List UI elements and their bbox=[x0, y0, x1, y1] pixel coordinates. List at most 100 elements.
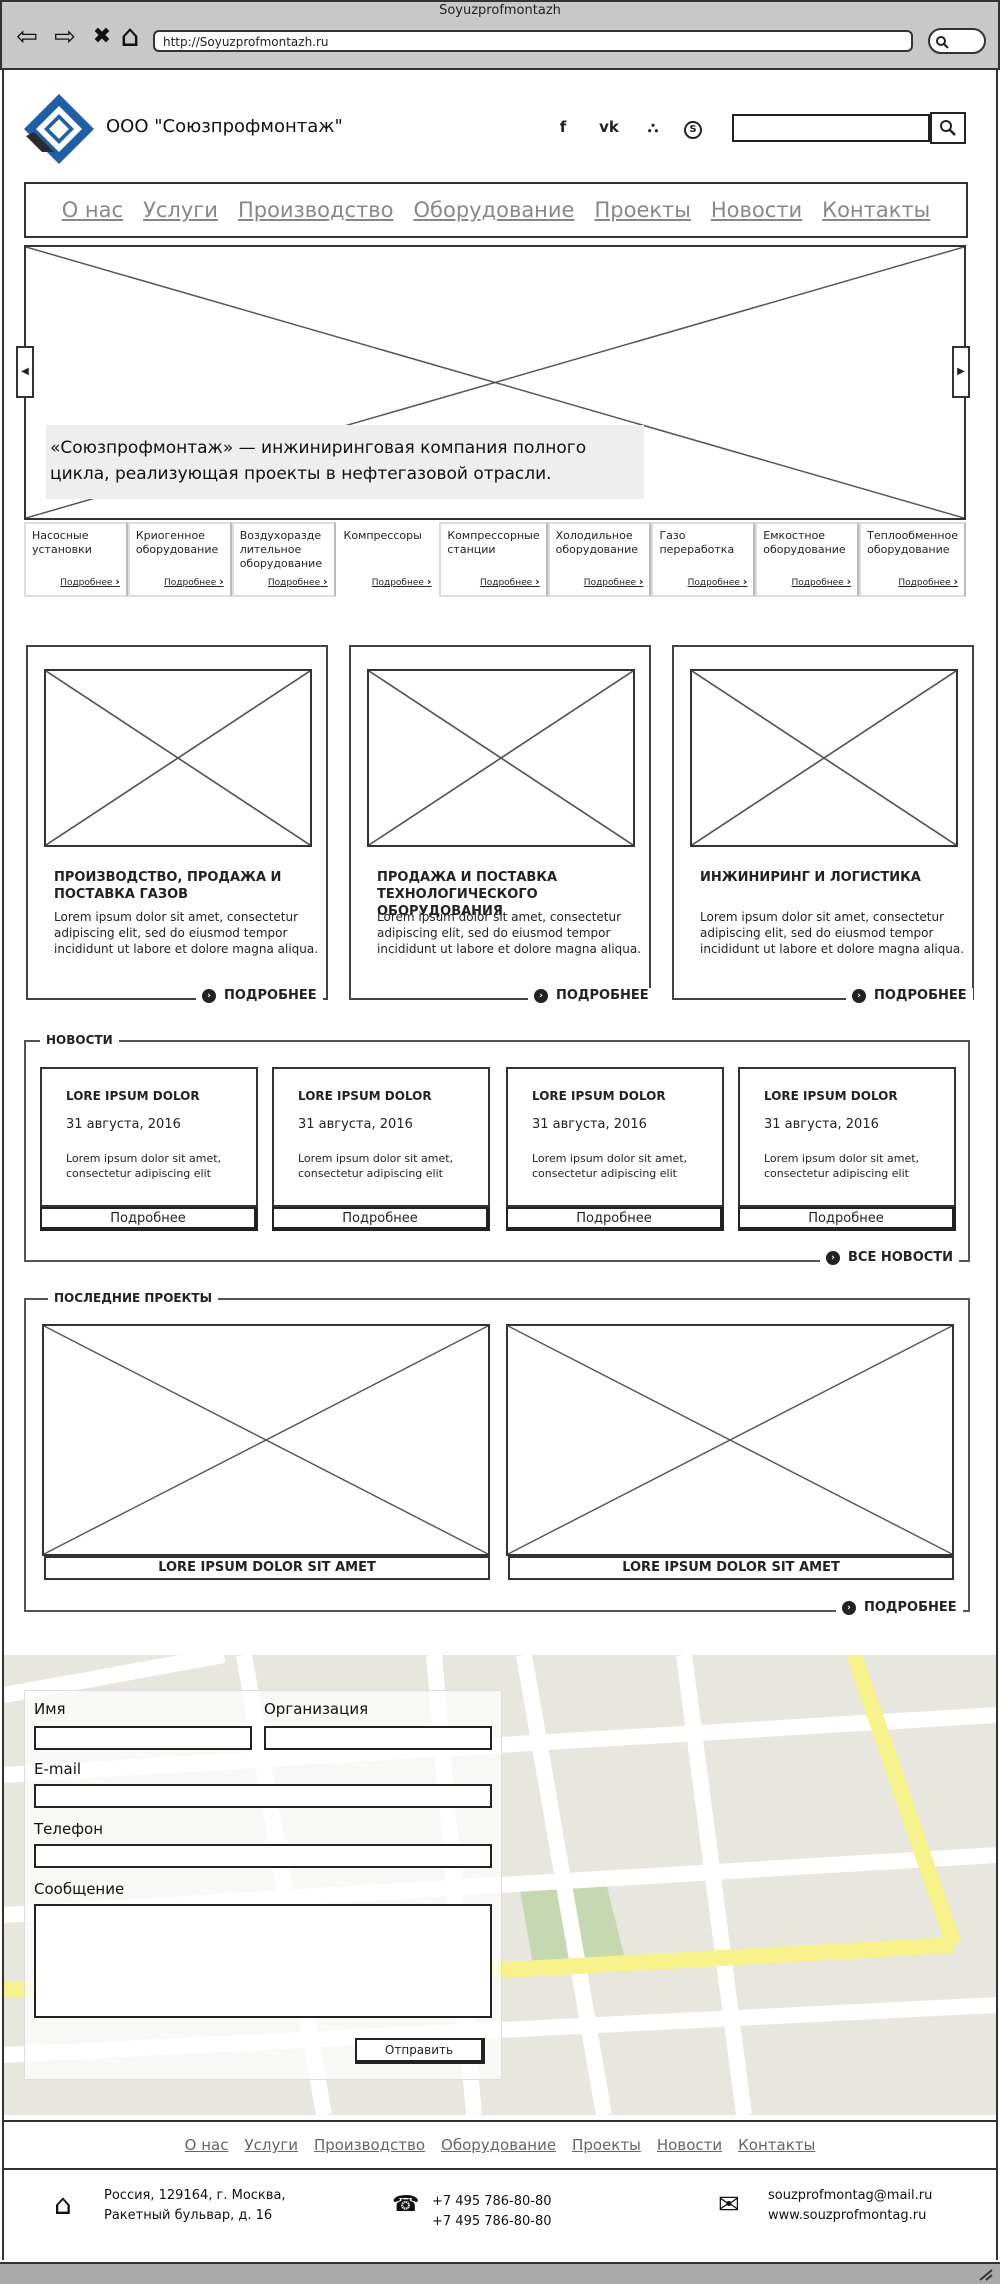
news-more-button[interactable]: Подробнее bbox=[272, 1207, 490, 1231]
feature-card: ПРОДАЖА И ПОСТАВКА ТЕХНОЛОГИЧЕСКОГО ОБОР… bbox=[349, 645, 651, 1000]
email-input[interactable] bbox=[34, 1784, 492, 1808]
slider-next-button[interactable]: ▶ bbox=[952, 346, 970, 398]
category-label: Криогенное оборудование bbox=[135, 529, 219, 556]
nav-services[interactable]: Услуги bbox=[143, 198, 218, 222]
stop-icon[interactable]: ✖ bbox=[92, 24, 112, 49]
phone-input[interactable] bbox=[34, 1844, 492, 1868]
address-line: Ракетный бульвар, д. 16 bbox=[104, 2208, 273, 2223]
nav-news[interactable]: Новости bbox=[710, 198, 803, 222]
category-more-link[interactable]: Подробнее › bbox=[164, 575, 224, 588]
organization-input[interactable] bbox=[264, 1726, 492, 1750]
nav-equipment[interactable]: Оборудование bbox=[413, 198, 575, 222]
footer-nav-contacts[interactable]: Контакты bbox=[738, 2136, 816, 2154]
company-logo[interactable] bbox=[22, 92, 96, 166]
news-section bbox=[24, 1040, 970, 1262]
nav-about[interactable]: О нас bbox=[61, 198, 124, 222]
news-more-button[interactable]: Подробнее bbox=[738, 1207, 956, 1231]
vk-icon[interactable]: vk bbox=[599, 118, 619, 136]
chevron-right-icon: › bbox=[852, 988, 866, 1003]
resize-grip-icon[interactable] bbox=[978, 2268, 994, 2282]
main-navigation: О нас Услуги Производство Оборудование П… bbox=[24, 182, 968, 238]
category-label: Компрессоры bbox=[343, 529, 422, 542]
project-image[interactable] bbox=[506, 1324, 954, 1556]
email-link[interactable]: souzprofmontag@mail.ru bbox=[768, 2188, 933, 2203]
browser-search[interactable] bbox=[928, 28, 986, 54]
category-more-link[interactable]: Подробнее › bbox=[898, 575, 959, 588]
category-more-link[interactable]: Подробнее › bbox=[371, 575, 432, 588]
nav-production[interactable]: Производство bbox=[237, 198, 394, 222]
phone-label: Телефон bbox=[34, 1820, 104, 1838]
message-textarea[interactable] bbox=[34, 1904, 492, 2018]
footer-nav-services[interactable]: Услуги bbox=[244, 2136, 298, 2154]
website-link[interactable]: www.souzprofmontag.ru bbox=[768, 2208, 927, 2223]
site-search-button[interactable] bbox=[930, 112, 966, 144]
footer-phones: +7 495 786-80-80 +7 495 786-80-80 bbox=[432, 2192, 552, 2232]
news-text: Lorem ipsum dolor sit amet, consectetur … bbox=[532, 1152, 688, 1180]
news-legend: НОВОСТИ bbox=[40, 1033, 119, 1047]
feature-more-link[interactable]: ›ПОДРОБНЕЕ bbox=[528, 988, 655, 1003]
footer-nav-equipment[interactable]: Оборудование bbox=[441, 2136, 557, 2154]
projects-more-link[interactable]: ›ПОДРОБНЕЕ bbox=[836, 1600, 963, 1615]
submit-button[interactable]: Отправить bbox=[355, 2038, 485, 2064]
phone-icon: ☎ bbox=[392, 2192, 420, 2217]
search-icon bbox=[936, 36, 949, 49]
category-more-link[interactable]: Подробнее › bbox=[791, 575, 852, 588]
site-search-input[interactable] bbox=[732, 114, 930, 142]
news-title: LORE IPSUM DOLOR bbox=[298, 1089, 432, 1103]
news-title: LORE IPSUM DOLOR bbox=[532, 1089, 666, 1103]
news-card: LORE IPSUM DOLOR 31 августа, 2016 Lorem … bbox=[40, 1067, 258, 1207]
projects-section bbox=[24, 1298, 970, 1612]
slider-prev-button[interactable]: ◀ bbox=[16, 346, 34, 398]
project-title[interactable]: LORE IPSUM DOLOR SIT AMET bbox=[44, 1556, 490, 1580]
forward-icon[interactable]: ⇨ bbox=[54, 22, 76, 52]
category-more-link[interactable]: Подробнее › bbox=[60, 575, 120, 588]
feature-image bbox=[44, 669, 312, 847]
phone-number[interactable]: +7 495 786-80-80 bbox=[432, 2194, 552, 2209]
phone-number[interactable]: +7 495 786-80-80 bbox=[432, 2214, 552, 2229]
category-more-link[interactable]: Подробнее › bbox=[267, 575, 328, 588]
chevron-right-icon: › bbox=[202, 988, 216, 1003]
facebook-icon[interactable]: f bbox=[559, 118, 567, 136]
nav-projects[interactable]: Проекты bbox=[594, 198, 691, 222]
home-icon[interactable]: ⌂ bbox=[120, 19, 140, 54]
footer-nav-news[interactable]: Новости bbox=[656, 2136, 723, 2154]
all-news-link[interactable]: ›ВСЕ НОВОСТИ bbox=[820, 1250, 960, 1265]
news-card: LORE IPSUM DOLOR 31 августа, 2016 Lorem … bbox=[506, 1067, 724, 1207]
category-more-link[interactable]: Подробнее › bbox=[583, 575, 644, 588]
nav-contacts[interactable]: Контакты bbox=[822, 198, 931, 222]
news-title: LORE IPSUM DOLOR bbox=[764, 1089, 898, 1103]
category-label: Насосные установки bbox=[32, 529, 92, 556]
feature-image bbox=[690, 669, 958, 847]
category-label: Воздухоразде лительное оборудование bbox=[239, 529, 323, 570]
category-more-link[interactable]: Подробнее › bbox=[687, 575, 748, 588]
name-input[interactable] bbox=[34, 1726, 252, 1750]
project-image[interactable] bbox=[42, 1324, 490, 1556]
category-label: Компрессорные станции bbox=[447, 529, 540, 556]
hero-caption: «Союзпрофмонтаж» — инжиниринговая компан… bbox=[46, 425, 644, 499]
skype-icon[interactable]: S bbox=[684, 121, 702, 139]
chevron-right-icon: › bbox=[426, 575, 432, 588]
news-more-button[interactable]: Подробнее bbox=[506, 1207, 724, 1231]
news-more-button[interactable]: Подробнее bbox=[40, 1207, 258, 1231]
feature-more-link[interactable]: ›ПОДРОБНЕЕ bbox=[196, 988, 323, 1003]
sitemap-icon[interactable]: ⛬ bbox=[647, 118, 659, 136]
feature-more-link[interactable]: ›ПОДРОБНЕЕ bbox=[846, 988, 973, 1003]
project-title[interactable]: LORE IPSUM DOLOR SIT AMET bbox=[508, 1556, 954, 1580]
address-bar[interactable]: http://Soyuzprofmontazh.ru bbox=[153, 30, 913, 52]
address-line: Россия, 129164, г. Москва, bbox=[104, 2188, 286, 2203]
category-more-link[interactable]: Подробнее › bbox=[479, 575, 540, 588]
footer-nav-about[interactable]: О нас bbox=[184, 2136, 229, 2154]
category-label: Емкостное оборудование bbox=[763, 529, 846, 556]
footer-nav-production[interactable]: Производство bbox=[313, 2136, 426, 2154]
footer-nav-projects[interactable]: Проекты bbox=[572, 2136, 641, 2154]
back-icon[interactable]: ⇦ bbox=[16, 22, 38, 52]
